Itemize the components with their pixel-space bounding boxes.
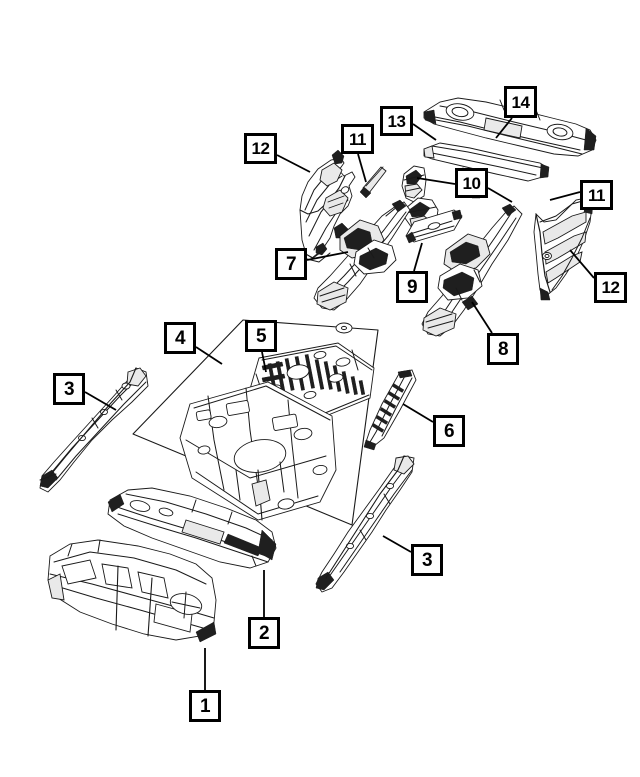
- callout-12-left[interactable]: 12: [244, 133, 277, 164]
- part-rear-rail-right: [421, 203, 523, 337]
- callout-number: 7: [285, 253, 297, 275]
- part-side-sill-rail-left: [39, 367, 149, 493]
- callout-number: 12: [601, 278, 620, 297]
- callout-number: 1: [199, 695, 211, 717]
- part-mounting-bracket-a: [401, 165, 427, 203]
- callout-9[interactable]: 9: [396, 271, 428, 303]
- part-reinforcement-blade-left: [359, 166, 387, 199]
- callout-number: 11: [349, 129, 366, 149]
- callout-number: 9: [406, 276, 418, 298]
- part-rear-closing-panel: [47, 539, 217, 643]
- callout-number: 10: [462, 173, 481, 193]
- part-reinforcement-strip: [363, 369, 417, 451]
- callout-number: 13: [387, 111, 406, 131]
- callout-12-right[interactable]: 12: [594, 272, 627, 303]
- callout-number: 5: [255, 325, 267, 347]
- callout-14[interactable]: 14: [504, 86, 537, 118]
- callout-number: 6: [443, 420, 455, 442]
- callout-3-right[interactable]: 3: [411, 544, 443, 576]
- callout-number: 3: [63, 378, 75, 400]
- callout-3-left[interactable]: 3: [53, 373, 85, 405]
- callout-number: 11: [588, 185, 605, 205]
- callout-10[interactable]: 10: [455, 168, 488, 198]
- part-rear-crossmember: [107, 487, 277, 569]
- callout-1[interactable]: 1: [189, 690, 221, 722]
- part-rear-floor-pan-assembly: [179, 342, 375, 521]
- part-support-bracket-bar: [405, 209, 463, 244]
- callout-2[interactable]: 2: [248, 617, 280, 649]
- callout-number: 12: [251, 139, 270, 158]
- callout-number: 3: [421, 549, 433, 571]
- callout-7[interactable]: 7: [275, 248, 307, 280]
- callout-8[interactable]: 8: [487, 333, 519, 365]
- part-rear-rail-left: [313, 199, 411, 311]
- part-wheelhouse-inner-right: [533, 197, 594, 301]
- callout-number: 4: [174, 327, 186, 349]
- callout-11-left[interactable]: 11: [341, 124, 374, 154]
- callout-number: 14: [511, 92, 530, 112]
- callout-13[interactable]: 13: [380, 106, 413, 136]
- part-side-sill-rail-right: [315, 455, 415, 593]
- callout-6[interactable]: 6: [433, 415, 465, 447]
- part-floor-pan-outline: [132, 319, 379, 526]
- callout-4[interactable]: 4: [164, 322, 196, 354]
- callout-number: 8: [497, 338, 509, 360]
- callout-number: 2: [258, 622, 270, 644]
- detail-washer: [335, 322, 353, 334]
- callout-11-right[interactable]: 11: [580, 180, 613, 210]
- callout-5[interactable]: 5: [245, 320, 277, 352]
